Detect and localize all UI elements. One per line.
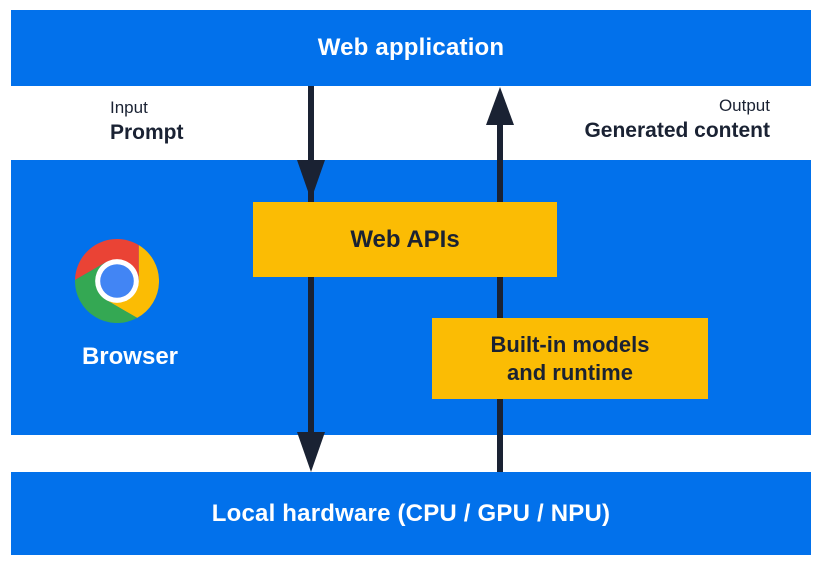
layer-web-application: Web application bbox=[11, 10, 811, 86]
input-caption: Input Prompt bbox=[110, 98, 184, 145]
output-label: Generated content bbox=[584, 119, 770, 142]
input-arrowhead-to-hardware bbox=[297, 432, 325, 472]
output-caption: Output Generated content bbox=[584, 96, 770, 143]
builtin-models-label-line1: Built-in models bbox=[490, 331, 650, 357]
layer-local-hardware: Local hardware (CPU / GPU / NPU) bbox=[11, 472, 811, 555]
builtin-models-box: Built-in models and runtime bbox=[432, 318, 708, 399]
web-apis-label: Web APIs bbox=[350, 225, 460, 253]
browser-label: Browser bbox=[81, 343, 179, 370]
input-kicker: Input bbox=[110, 98, 148, 117]
web-apis-box: Web APIs bbox=[253, 202, 557, 277]
input-arrowhead-to-web-apis bbox=[297, 160, 325, 200]
output-kicker: Output bbox=[718, 96, 770, 115]
builtin-models-label-line2: and runtime bbox=[507, 359, 633, 385]
web-application-label: Web application bbox=[317, 34, 505, 61]
chrome-icon-blue-center bbox=[100, 264, 134, 298]
output-arrow-line bbox=[497, 118, 503, 472]
output-arrowhead-to-web-app bbox=[486, 87, 514, 125]
local-hardware-label: Local hardware (CPU / GPU / NPU) bbox=[211, 499, 611, 527]
input-label: Prompt bbox=[110, 121, 184, 144]
chrome-icon bbox=[75, 239, 159, 323]
builtin-models-label: Built-in models and runtime bbox=[491, 331, 650, 387]
